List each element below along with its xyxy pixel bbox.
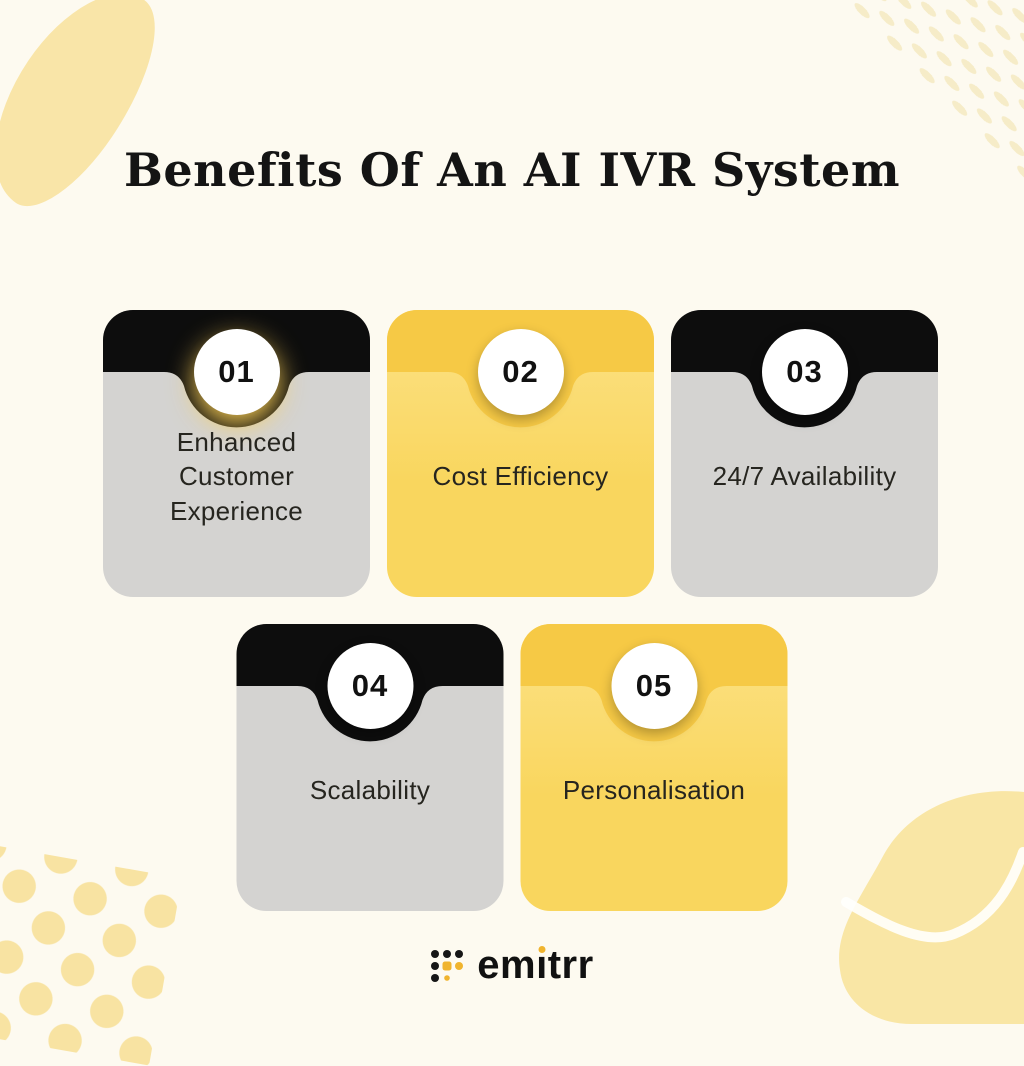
- card-label: Personalisation: [562, 775, 746, 806]
- card-number: 04: [351, 668, 389, 703]
- wordmark-post: trr: [547, 942, 594, 987]
- card-label-area: 24/7 Availability: [687, 372, 922, 581]
- card-label: Scalability: [309, 775, 431, 806]
- decor-blob-bottom-right: [794, 774, 1024, 1024]
- card-number: 01: [218, 354, 255, 389]
- card-label: Enhanced Customer Experience: [169, 427, 304, 526]
- benefit-card-4: 04 Scalability: [236, 624, 504, 911]
- benefit-card-1: 01 Enhanced Customer Experience: [103, 310, 370, 597]
- emitrr-logo: emıtrr: [0, 942, 1024, 988]
- emitrr-logo-icon: [431, 950, 464, 982]
- decor-blob-swirl: [839, 791, 1024, 1024]
- wordmark-i: ı: [536, 942, 548, 987]
- card-label: 24/7 Availability: [712, 461, 897, 492]
- card-number: 02: [502, 354, 539, 389]
- card-number-badge: 02: [477, 329, 564, 415]
- card-number: 03: [786, 354, 823, 389]
- card-number-badge: 01: [193, 329, 280, 415]
- wordmark-pre: em: [477, 942, 537, 987]
- cards-row-2: 04 Scalability 05 Personalisation: [236, 624, 788, 911]
- benefit-card-5: 05 Personalisation: [520, 624, 788, 911]
- cards-row-1: 01 Enhanced Customer Experience 02 Cost …: [103, 310, 938, 597]
- card-label-area: Enhanced Customer Experience: [119, 372, 354, 581]
- card-number: 05: [635, 668, 673, 703]
- card-label-area: Personalisation: [537, 686, 772, 895]
- card-number-badge: 04: [327, 643, 413, 729]
- benefit-card-3: 03 24/7 Availability: [671, 310, 938, 597]
- benefit-card-2: 02 Cost Efficiency: [387, 310, 654, 597]
- page-title: Benefits Of An AI IVR System: [123, 142, 900, 197]
- card-label-area: Scalability: [253, 686, 488, 895]
- emitrr-wordmark: emıtrr: [477, 943, 593, 988]
- card-number-badge: 03: [761, 329, 848, 415]
- card-label: Cost Efficiency: [432, 461, 609, 492]
- card-label-area: Cost Efficiency: [403, 372, 638, 581]
- card-number-badge: 05: [611, 643, 697, 729]
